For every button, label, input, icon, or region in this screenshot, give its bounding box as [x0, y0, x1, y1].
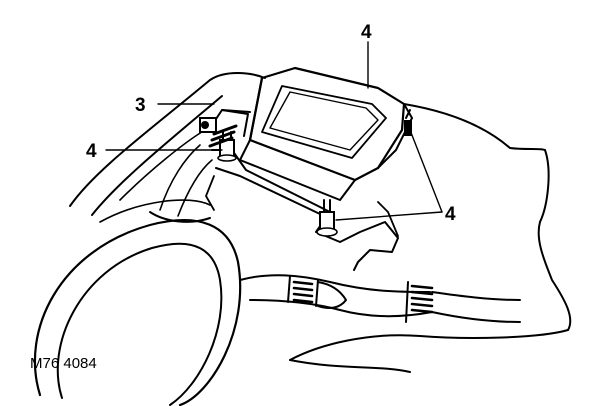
body-panel-outline — [289, 103, 572, 373]
callout-4-top: 4 — [361, 22, 372, 43]
leader-line-4-right-a — [409, 129, 443, 213]
fixing-screw-right — [404, 109, 412, 136]
figure-reference: M76 4084 — [30, 355, 97, 372]
fixing-screw-lower-centre — [316, 199, 338, 237]
leader-lines — [105, 41, 443, 221]
mounting-plate — [205, 109, 399, 271]
control-module — [239, 66, 413, 201]
callout-4-left: 4 — [86, 141, 97, 162]
leader-line-4-right-b — [335, 211, 443, 221]
wiring-harness — [239, 274, 521, 323]
circular-duct — [33, 199, 242, 406]
callout-4-right: 4 — [445, 204, 456, 225]
harness-connector — [199, 117, 238, 148]
mounting-arm — [69, 72, 266, 223]
callout-3: 3 — [135, 95, 146, 116]
